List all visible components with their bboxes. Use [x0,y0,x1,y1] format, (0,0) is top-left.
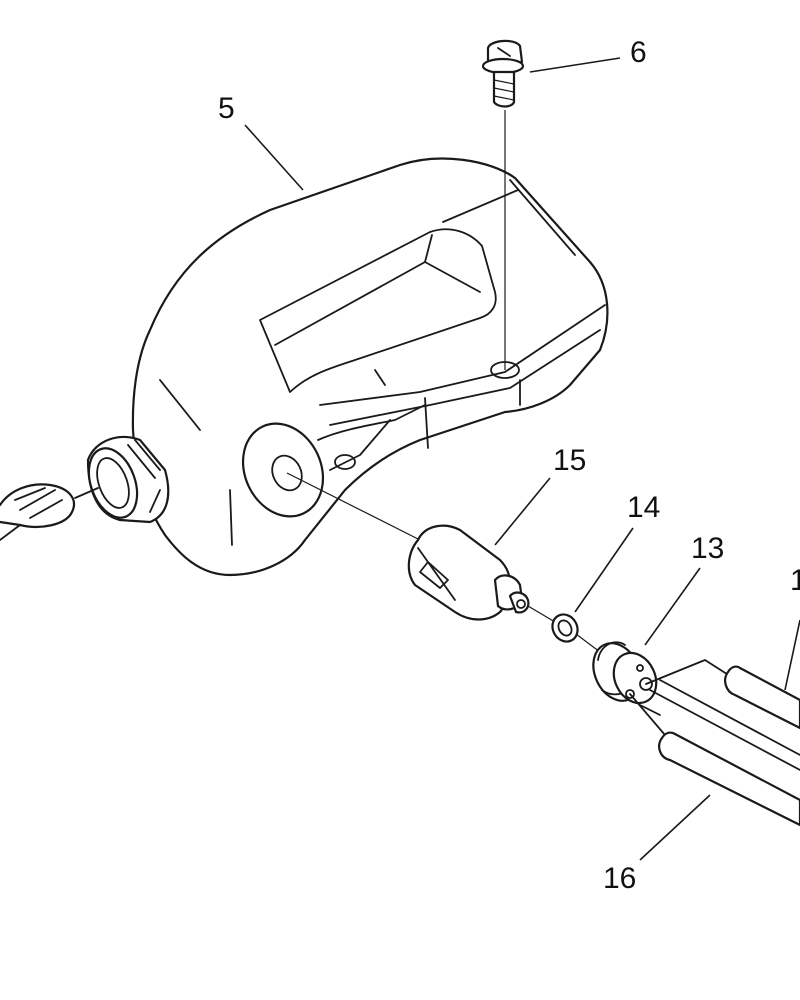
fuel-hoses [629,659,800,827]
mounting-screw [481,39,525,108]
leader-lines [244,57,800,861]
leader-5 [244,124,304,191]
outlet-axis-line [286,472,421,541]
oring-axis-line [575,633,601,653]
leader-16 [639,794,711,861]
grommet [592,641,658,705]
callout-5: 5 [218,92,235,125]
callout-labels: 5 6 15 14 13 16 1 [218,36,800,895]
leader-13 [644,567,701,646]
leader-6 [529,57,621,73]
filter-axis-line [527,605,556,623]
callout-14: 14 [627,491,660,524]
callout-15: 15 [553,444,586,477]
callout-17: 1 [790,564,800,597]
cap-strap [0,483,99,541]
leader-15 [494,477,551,546]
leader-14 [574,527,634,613]
o-ring [551,613,579,643]
callout-6: 6 [630,36,647,69]
fuel-tank [86,157,609,577]
callout-13: 13 [691,532,724,565]
leader-17 [784,619,800,691]
callout-16: 16 [603,862,636,895]
fuel-filter [407,524,530,621]
